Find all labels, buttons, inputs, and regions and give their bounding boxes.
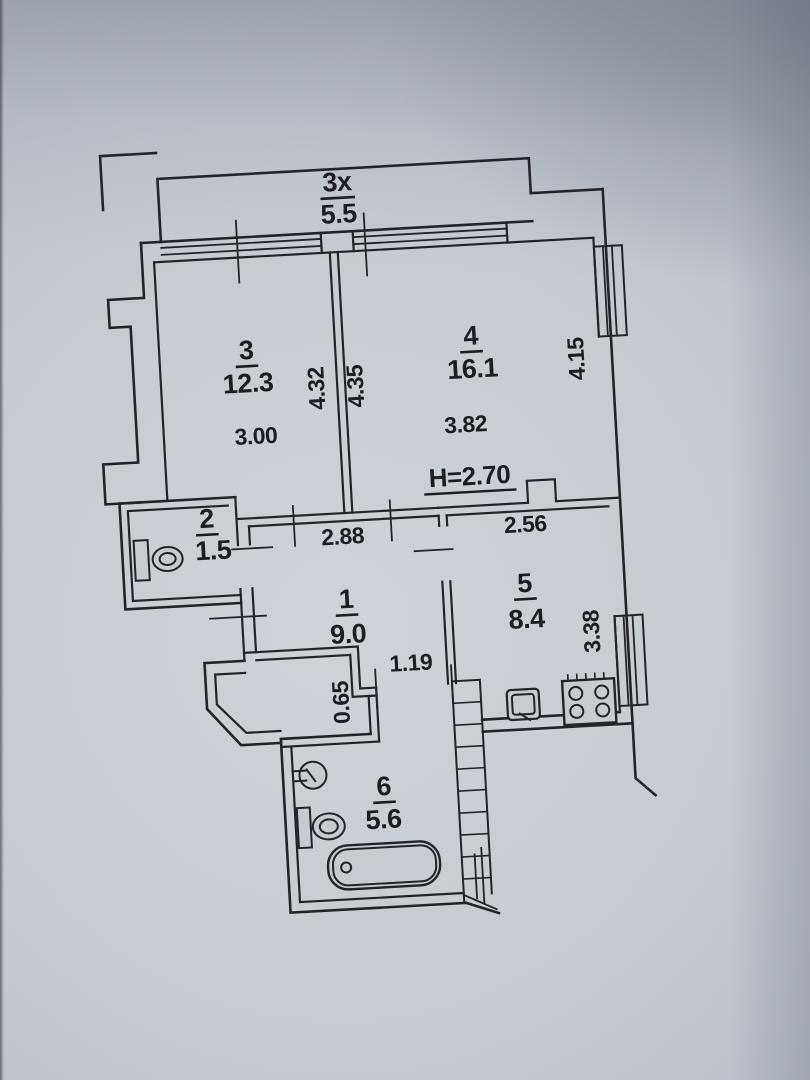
photo-edge-shadow xyxy=(0,0,4,1080)
